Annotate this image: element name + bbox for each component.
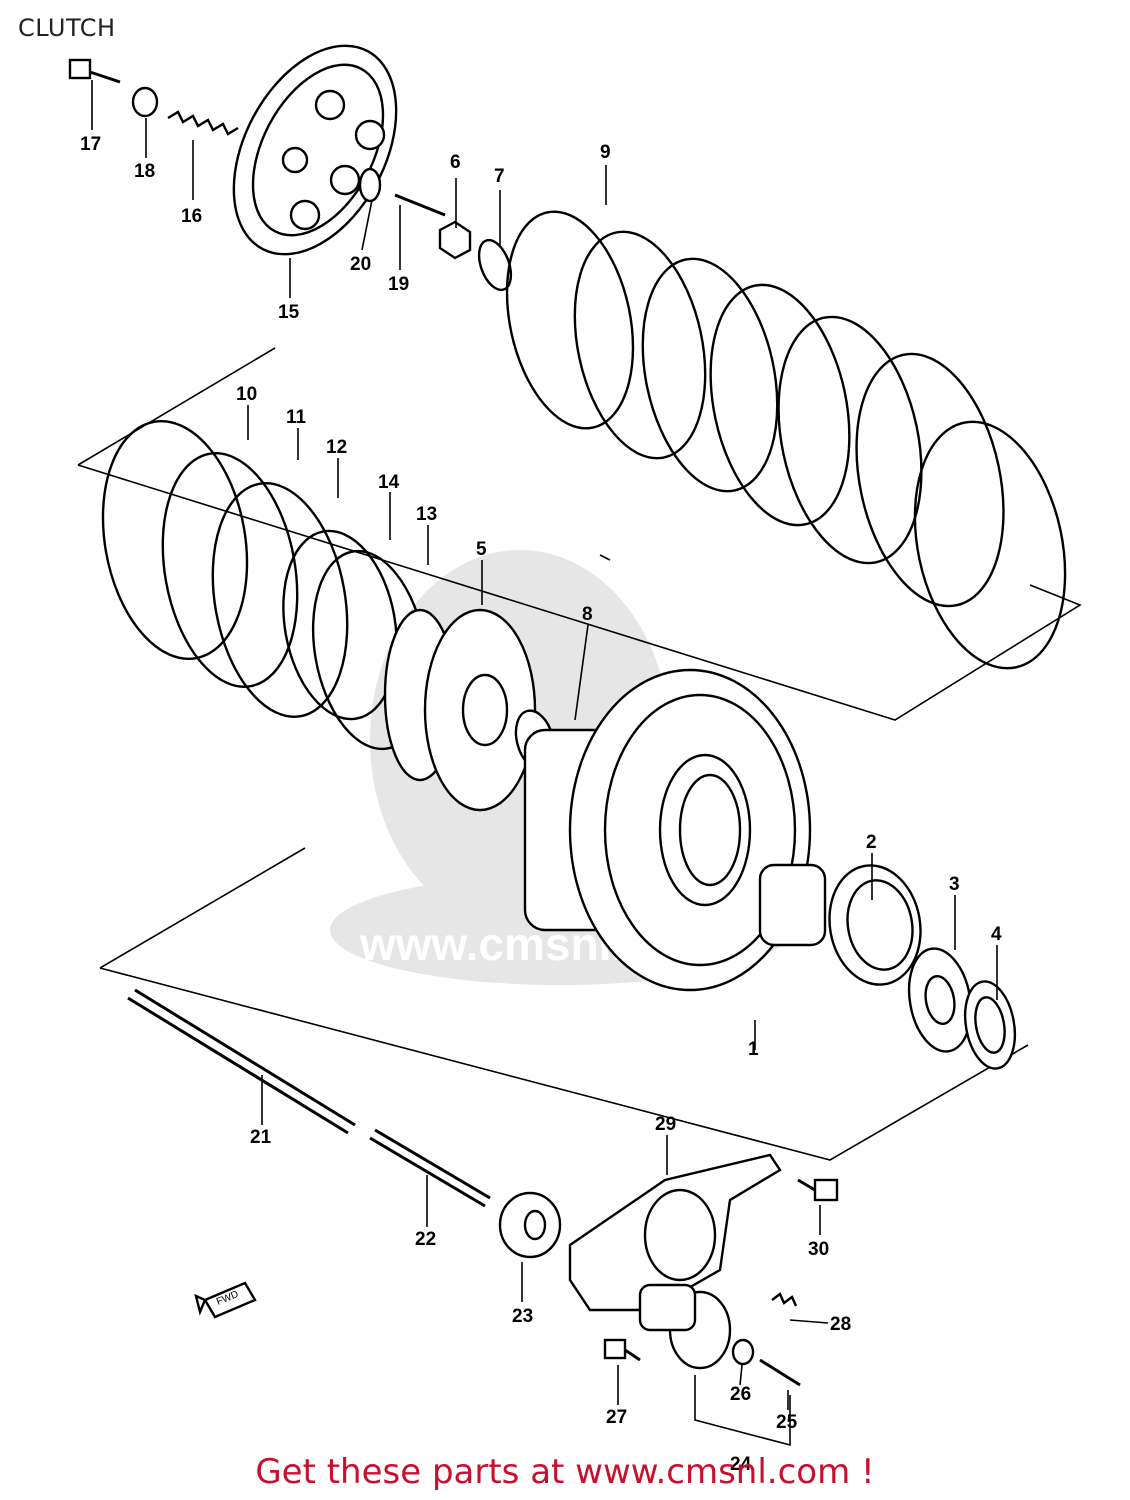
callout-18: 18 xyxy=(134,161,155,182)
pressure-plate[interactable] xyxy=(201,18,430,282)
callout-5: 5 xyxy=(476,539,487,560)
circlip-4[interactable] xyxy=(959,978,1022,1073)
wire-ring-14[interactable] xyxy=(269,522,410,728)
callout-22: 22 xyxy=(415,1229,436,1250)
fwd-arrow-icon: FWD xyxy=(194,1281,257,1319)
callout-15: 15 xyxy=(278,302,300,323)
clutch-plate-stack-9[interactable] xyxy=(488,200,1086,682)
callout-14: 14 xyxy=(378,472,400,493)
callout-20: 20 xyxy=(350,254,371,275)
callout-24: 24 xyxy=(730,1454,752,1475)
bolt-17[interactable] xyxy=(68,58,121,84)
callout-13: 13 xyxy=(416,504,437,525)
bolt-27[interactable] xyxy=(603,1338,641,1362)
callout-26: 26 xyxy=(730,1384,751,1405)
rod-19[interactable] xyxy=(394,193,446,217)
spacer-sleeve[interactable] xyxy=(758,863,827,947)
callout-8: 8 xyxy=(582,604,593,625)
callout-29: 29 xyxy=(655,1114,676,1135)
callout-1: 1 xyxy=(748,1039,759,1060)
washer-7[interactable] xyxy=(473,236,517,294)
leader-lines xyxy=(91,80,998,1447)
push-rod-22[interactable] xyxy=(369,1128,491,1208)
spacer-18[interactable] xyxy=(131,86,159,118)
oil-seal-23[interactable] xyxy=(498,1191,562,1259)
bearing-20[interactable] xyxy=(358,167,382,203)
callout-21: 21 xyxy=(250,1127,272,1148)
callout-labels: 17 18 16 15 20 19 6 7 9 10 11 12 14 13 5… xyxy=(80,134,1002,1475)
callout-16: 16 xyxy=(181,206,202,227)
push-rod-21[interactable] xyxy=(127,988,356,1135)
upper-assembly-box xyxy=(77,347,1082,721)
washer-26[interactable] xyxy=(731,1338,755,1366)
spring-16[interactable] xyxy=(167,110,239,136)
release-camshaft-24[interactable] xyxy=(638,1283,732,1370)
callout-27: 27 xyxy=(606,1407,627,1428)
callout-4: 4 xyxy=(991,924,1002,945)
callout-11: 11 xyxy=(286,407,307,428)
callout-28: 28 xyxy=(830,1314,851,1335)
callout-23: 23 xyxy=(512,1306,533,1327)
callout-6: 6 xyxy=(450,152,461,173)
callout-7: 7 xyxy=(494,166,505,187)
plates-10-12[interactable] xyxy=(85,410,364,728)
callout-9: 9 xyxy=(600,142,611,163)
callout-19: 19 xyxy=(388,274,409,295)
callout-12: 12 xyxy=(326,437,347,458)
bolt-30[interactable] xyxy=(797,1178,839,1202)
callout-30: 30 xyxy=(808,1239,829,1260)
release-plate-29[interactable] xyxy=(568,1153,782,1312)
callout-2: 2 xyxy=(866,832,877,853)
page-title: CLUTCH xyxy=(18,14,116,42)
callout-17: 17 xyxy=(80,134,101,155)
footer-link[interactable]: Get these parts at www.cmsnl.com ! xyxy=(255,1452,875,1492)
spring-28[interactable] xyxy=(771,1292,798,1307)
bolt-25[interactable] xyxy=(759,1358,801,1387)
callout-3: 3 xyxy=(949,874,960,895)
lower-assembly-box xyxy=(99,847,1029,1161)
sleeve-hub-5[interactable] xyxy=(383,608,537,812)
callout-25: 25 xyxy=(776,1412,798,1433)
callout-10: 10 xyxy=(236,384,257,405)
primary-driven-gear-1[interactable] xyxy=(523,668,812,992)
nut-6[interactable] xyxy=(438,220,472,260)
